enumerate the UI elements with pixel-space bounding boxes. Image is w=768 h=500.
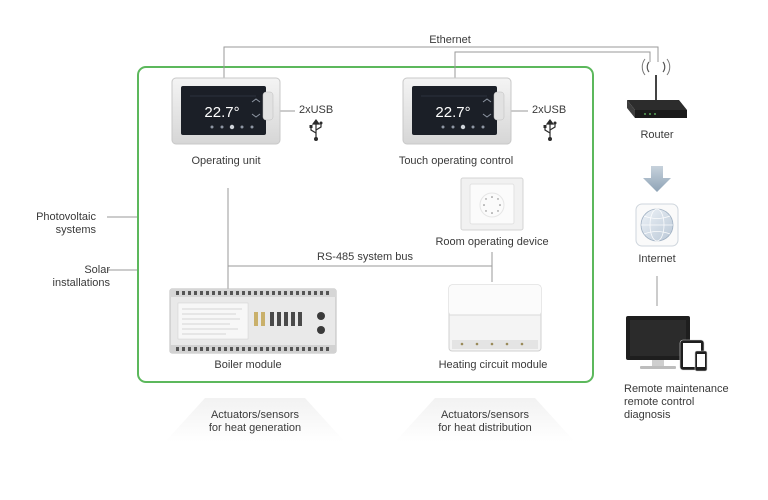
remote-label: Remote maintenance remote control diagno… xyxy=(624,383,729,421)
internet-label: Internet xyxy=(638,253,676,265)
bus-lines xyxy=(227,188,493,292)
ethernet-label: Ethernet xyxy=(429,34,471,46)
room-operating-device xyxy=(460,177,524,231)
router-icon xyxy=(627,58,687,118)
monitor-tablet-phone-icon xyxy=(626,316,708,372)
operating-unit-device xyxy=(171,77,281,145)
usb-icon xyxy=(543,119,557,141)
touch-operating-control-label: Touch operating control xyxy=(398,155,514,167)
router-label: Router xyxy=(640,129,674,141)
photovoltaic-label: Photovoltaic systems xyxy=(36,211,96,236)
ethernet-lines xyxy=(223,46,659,80)
room-operating-device-label: Room operating device xyxy=(435,236,549,248)
actuators-distribution-base xyxy=(395,398,575,442)
solar-label: Solar installations xyxy=(52,264,110,289)
screen-temperature: 22.7° xyxy=(435,104,470,121)
actuators-generation-label: Actuators/sensors for heat generation xyxy=(208,409,302,434)
actuators-generation-base xyxy=(165,398,345,442)
globe-icon xyxy=(635,203,679,247)
boiler-module-device xyxy=(169,288,337,354)
side-lines xyxy=(107,216,137,271)
heating-circuit-module-device xyxy=(448,284,542,352)
boiler-module-label: Boiler module xyxy=(214,359,282,371)
arrow-down-icon xyxy=(643,166,671,192)
usb-label-left: 2xUSB xyxy=(299,104,334,116)
operating-unit-label: Operating unit xyxy=(191,155,261,167)
actuators-distribution-label: Actuators/sensors for heat distribution xyxy=(438,409,532,434)
system-boundary xyxy=(137,66,594,383)
usb-label-right: 2xUSB xyxy=(532,104,567,116)
screen-temperature: 22.7° xyxy=(204,104,239,121)
bus-label: RS-485 system bus xyxy=(317,251,413,263)
touch-operating-control-device xyxy=(402,77,512,145)
usb-icon xyxy=(309,119,323,141)
heating-circuit-module-label: Heating circuit module xyxy=(438,359,548,371)
